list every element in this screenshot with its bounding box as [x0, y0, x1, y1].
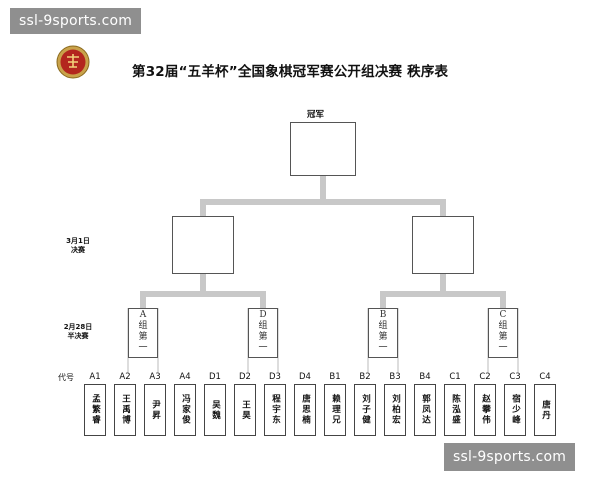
semi-round-label: 2月28日 半决赛	[56, 323, 100, 341]
player-code: D3	[269, 372, 281, 382]
player-name: 刘子健	[360, 394, 371, 426]
player-code: C1	[449, 372, 461, 382]
player-name: 孟繁睿	[90, 394, 101, 426]
player-code: B3	[389, 372, 401, 382]
player-code: C4	[539, 372, 551, 382]
player-box: 王昊	[234, 384, 256, 436]
player-box: 程宇东	[264, 384, 286, 436]
player-code: D1	[209, 372, 221, 382]
xiangqi-association-emblem-icon	[56, 45, 90, 79]
player-name: 赵攀伟	[480, 394, 491, 426]
group-box-a	[128, 308, 158, 358]
player-code: D4	[299, 372, 311, 382]
player-box: 陈泓盛	[444, 384, 466, 436]
champion-box	[290, 122, 356, 176]
player-name: 唐丹	[540, 399, 551, 421]
player-box: 郭凤达	[414, 384, 436, 436]
final-box-right	[412, 216, 474, 274]
player-name: 程宇东	[270, 394, 281, 426]
group-box-d	[248, 308, 278, 358]
champion-label: 冠军	[307, 110, 325, 120]
player-name: 宿少峰	[510, 394, 521, 426]
player-box: 尹昇	[144, 384, 166, 436]
codes-label: 代号	[58, 373, 74, 382]
semi-round-date: 2月28日	[63, 323, 93, 331]
final-round-date: 3月1日	[66, 237, 90, 245]
player-code: A2	[119, 372, 131, 382]
group-box-c	[488, 308, 518, 358]
player-box: 宿少峰	[504, 384, 526, 436]
player-name: 赖理兄	[330, 394, 341, 426]
player-box: 赵攀伟	[474, 384, 496, 436]
player-box: 刘子健	[354, 384, 376, 436]
player-box: 吴魏	[204, 384, 226, 436]
player-name: 王昊	[240, 399, 251, 421]
player-name: 尹昇	[150, 399, 161, 421]
player-code: B4	[419, 372, 431, 382]
player-code: B2	[359, 372, 371, 382]
player-name: 吴魏	[210, 399, 221, 421]
player-box: 赖理兄	[324, 384, 346, 436]
player-name: 郭凤达	[420, 394, 431, 426]
player-box: 唐丹	[534, 384, 556, 436]
player-name: 王禹博	[120, 394, 131, 426]
player-name: 冯家俊	[180, 394, 191, 426]
player-code: A1	[89, 372, 101, 382]
final-box-left	[172, 216, 234, 274]
player-code: C3	[509, 372, 521, 382]
semi-round-name: 半决赛	[67, 332, 89, 340]
player-box: 孟繁睿	[84, 384, 106, 436]
player-code: C2	[479, 372, 491, 382]
player-name: 刘柏宏	[390, 394, 401, 426]
player-name: 陈泓盛	[450, 394, 461, 426]
final-round-label: 3月1日 决赛	[58, 237, 98, 255]
player-box: 王禹博	[114, 384, 136, 436]
final-round-name: 决赛	[71, 246, 85, 254]
player-box: 刘柏宏	[384, 384, 406, 436]
watermark-bottom: ssl-9sports.com	[444, 443, 576, 471]
player-code: A4	[179, 372, 191, 382]
player-code: D2	[239, 372, 251, 382]
player-box: 唐思楠	[294, 384, 316, 436]
player-code: B1	[329, 372, 341, 382]
player-code: A3	[149, 372, 161, 382]
watermark-top: ssl-9sports.com	[10, 8, 142, 34]
player-name: 唐思楠	[300, 394, 311, 426]
page-title: 第32届“五羊杯”全国象棋冠军赛公开组决赛 秩序表	[132, 64, 449, 80]
player-box: 冯家俊	[174, 384, 196, 436]
group-box-b	[368, 308, 398, 358]
